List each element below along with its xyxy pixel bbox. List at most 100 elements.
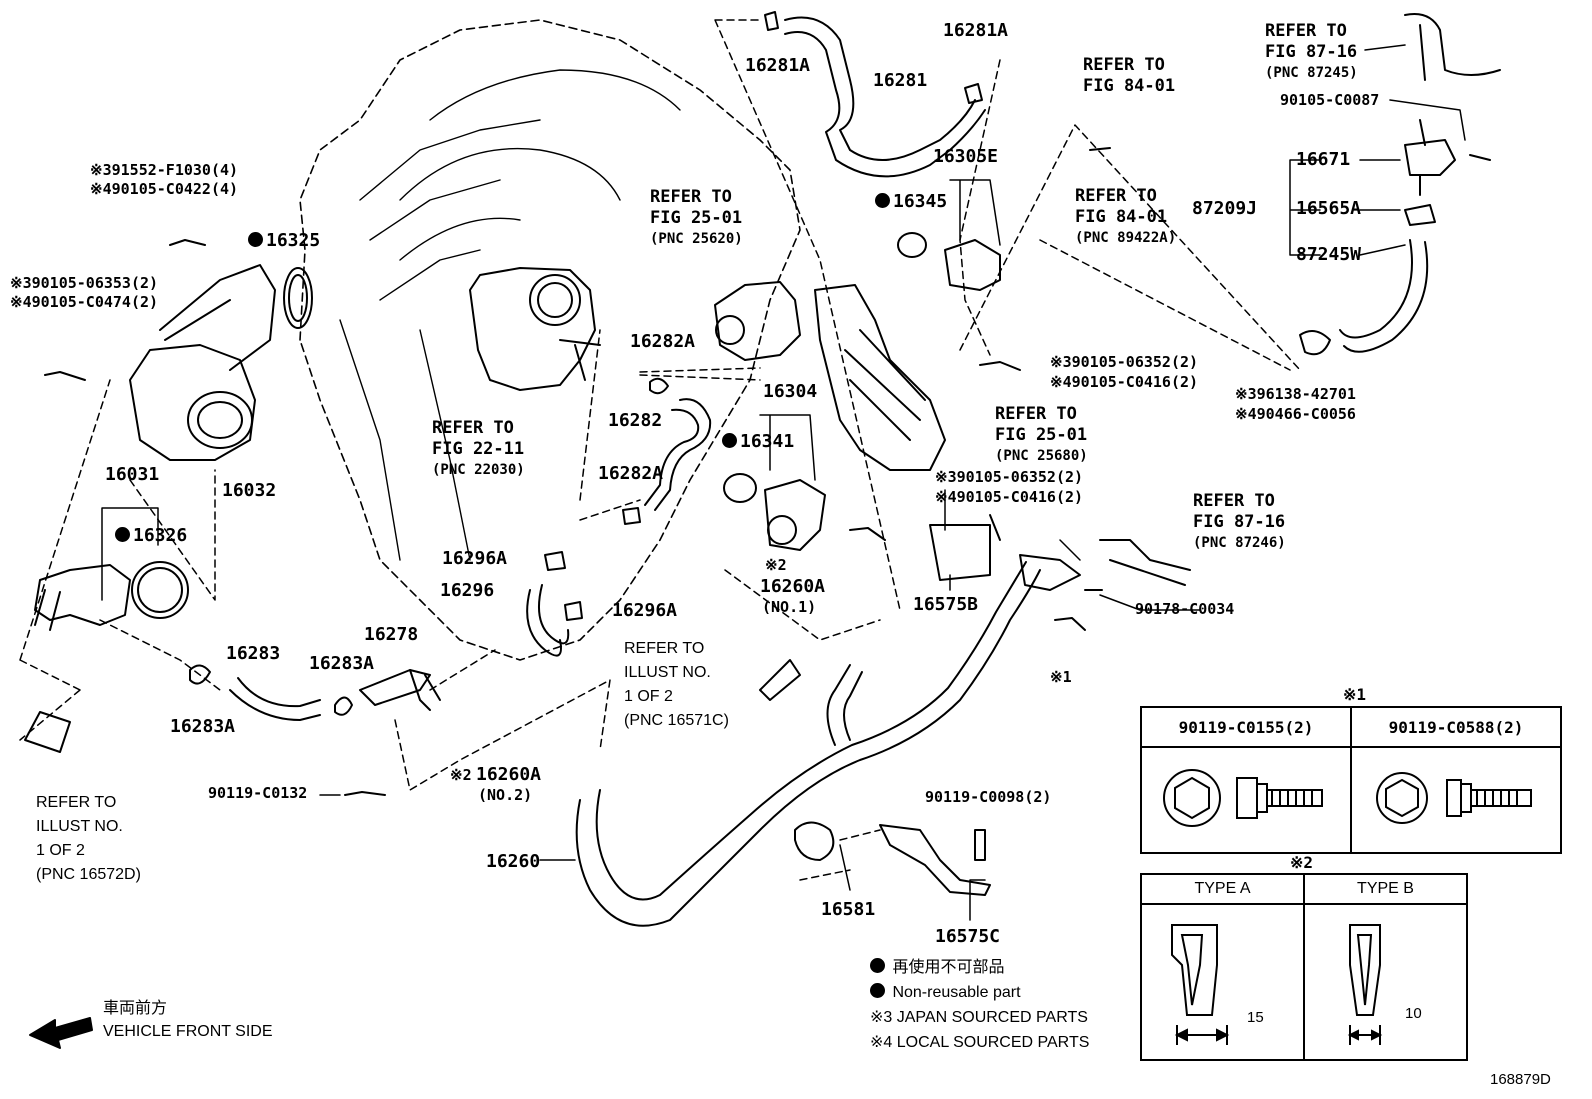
label-16281A-top: 16281A (745, 55, 811, 76)
label-16260A-1-mark: ※2 (765, 556, 787, 574)
label-87209J: 87209J (1192, 198, 1258, 219)
engine-ribs (339, 119, 541, 561)
ref-line: 1 OF 2 (624, 688, 673, 705)
front-arrow-icon (29, 1017, 93, 1049)
label-16283: 16283 (226, 643, 281, 664)
label-90105-C0087: 90105-C0087 (1280, 91, 1380, 109)
label-16581: 16581 (821, 899, 876, 920)
label-16031: 16031 (105, 464, 160, 485)
legend-japan: ※3 JAPAN SOURCED PARTS (870, 1009, 1088, 1026)
clip-type-b-icon (1347, 924, 1383, 1045)
table2-dim2: 10 (1405, 1005, 1422, 1022)
legend-jp: 再使用不可部品 (870, 955, 1089, 980)
nonreusable-dot-icon (722, 433, 737, 448)
label-16260A-1: 16260A (760, 576, 826, 597)
label-16278: 16278 (364, 624, 419, 645)
gasket-16345 (897, 232, 927, 258)
water-outlet-16305E (944, 239, 1001, 291)
label-16282: 16282 (608, 410, 663, 431)
clamp-16296A-top (544, 551, 566, 571)
front-en: VEHICLE FRONT SIDE (103, 1023, 273, 1040)
ref-line: FIG 84-01 (1075, 207, 1168, 227)
label-bolts-right-2: ※490105-C0416(2) (1050, 373, 1199, 391)
clamp-16565A (1404, 204, 1436, 226)
label-16326: 16326 (115, 527, 187, 545)
ref-line: ILLUST NO. (36, 818, 123, 835)
label-16305E: 16305E (933, 146, 999, 167)
label-bolts-left-2: ※490105-C0474(2) (10, 293, 159, 311)
hose-end-left (24, 711, 71, 753)
ref-line: REFER TO (624, 640, 705, 657)
legend-nonreusable: Non-reusable part (870, 980, 1089, 1005)
ref-line: REFER TO (36, 794, 117, 811)
label-16325: 16325 (248, 232, 320, 250)
label-16565A: 16565A (1296, 198, 1362, 219)
nonreusable-dot-icon (115, 527, 130, 542)
table2-col1: TYPE A (1140, 873, 1305, 905)
bracket-16575B (929, 514, 1001, 581)
ref-line: FIG 87-16 (1265, 42, 1358, 62)
label-16304: 16304 (763, 381, 818, 402)
label-bolts-left-1: ※390105-06353(2) (10, 274, 159, 292)
label-16341: 16341 (722, 433, 794, 451)
hose-16260 (575, 561, 1041, 927)
table1-cell1 (1140, 746, 1352, 854)
table1-col1: 90119-C0155(2) (1140, 706, 1352, 748)
ref-line: (PNC 16572D) (36, 866, 141, 883)
throttle-body (469, 267, 596, 391)
clamp-96138 (1299, 330, 1331, 356)
legend: 再使用不可部品 Non-reusable part ※3 JAPAN SOURC… (870, 955, 1089, 1055)
table2-caption: ※2 (1290, 853, 1314, 872)
ref-line: REFER TO (432, 418, 514, 438)
gasket-16341 (723, 473, 757, 503)
clamp-16296A-right (564, 601, 583, 621)
label-16575C: 16575C (935, 926, 1001, 947)
joint-16671 (1404, 119, 1456, 196)
clamp-16282A (649, 377, 669, 395)
label-16282A-top: 16282A (630, 331, 696, 352)
ref-pnc: (PNC 87246) (1193, 535, 1286, 551)
nonreusable-dot-icon (248, 232, 263, 247)
ref-line: REFER TO (650, 187, 732, 207)
ref-line: (PNC 16571C) (624, 712, 729, 729)
label-16345: 16345 (875, 193, 947, 211)
nonreusable-dot-icon (870, 983, 885, 998)
label-bolts-top-left-2: ※490105-C0422(4) (90, 180, 239, 198)
label-16296A-right: 16296A (612, 600, 678, 621)
ref-pnc: (PNC 25680) (995, 448, 1088, 464)
o-ring-16326 (131, 561, 189, 619)
clamp-type-table: TYPE A TYPE B 15 (1140, 873, 1468, 1061)
ref-line: REFER TO (1265, 21, 1347, 41)
hose-16281 (784, 16, 986, 178)
clip-type-a-icon (1171, 924, 1230, 1045)
housing-16304 (764, 479, 826, 551)
ref-pnc: (PNC 22030) (432, 462, 525, 478)
bolt-hex-icon (1376, 772, 1532, 824)
bolt-type-table: 90119-C0155(2) 90119-C0588(2) (1140, 706, 1562, 854)
hose-87246 (1099, 539, 1191, 586)
label-16575B: 16575B (913, 594, 979, 615)
ref-line: REFER TO (1075, 186, 1157, 206)
hose-stub-mid (759, 659, 801, 701)
label-ast1: ※1 (1050, 668, 1072, 686)
label-90119-C0098: 90119-C0098(2) (925, 788, 1052, 806)
label-16345-text: 16345 (893, 191, 948, 212)
label-16260A-2-mark: ※2 (450, 766, 472, 784)
table1-cell2 (1350, 746, 1562, 854)
label-16341-text: 16341 (740, 431, 795, 452)
label-16283A-bottom: 16283A (170, 716, 236, 737)
ref-line: FIG 25-01 (995, 425, 1088, 445)
label-16671: 16671 (1296, 149, 1351, 170)
label-16032: 16032 (222, 480, 277, 501)
label-16260: 16260 (486, 851, 541, 872)
hose-16283 (229, 677, 321, 721)
